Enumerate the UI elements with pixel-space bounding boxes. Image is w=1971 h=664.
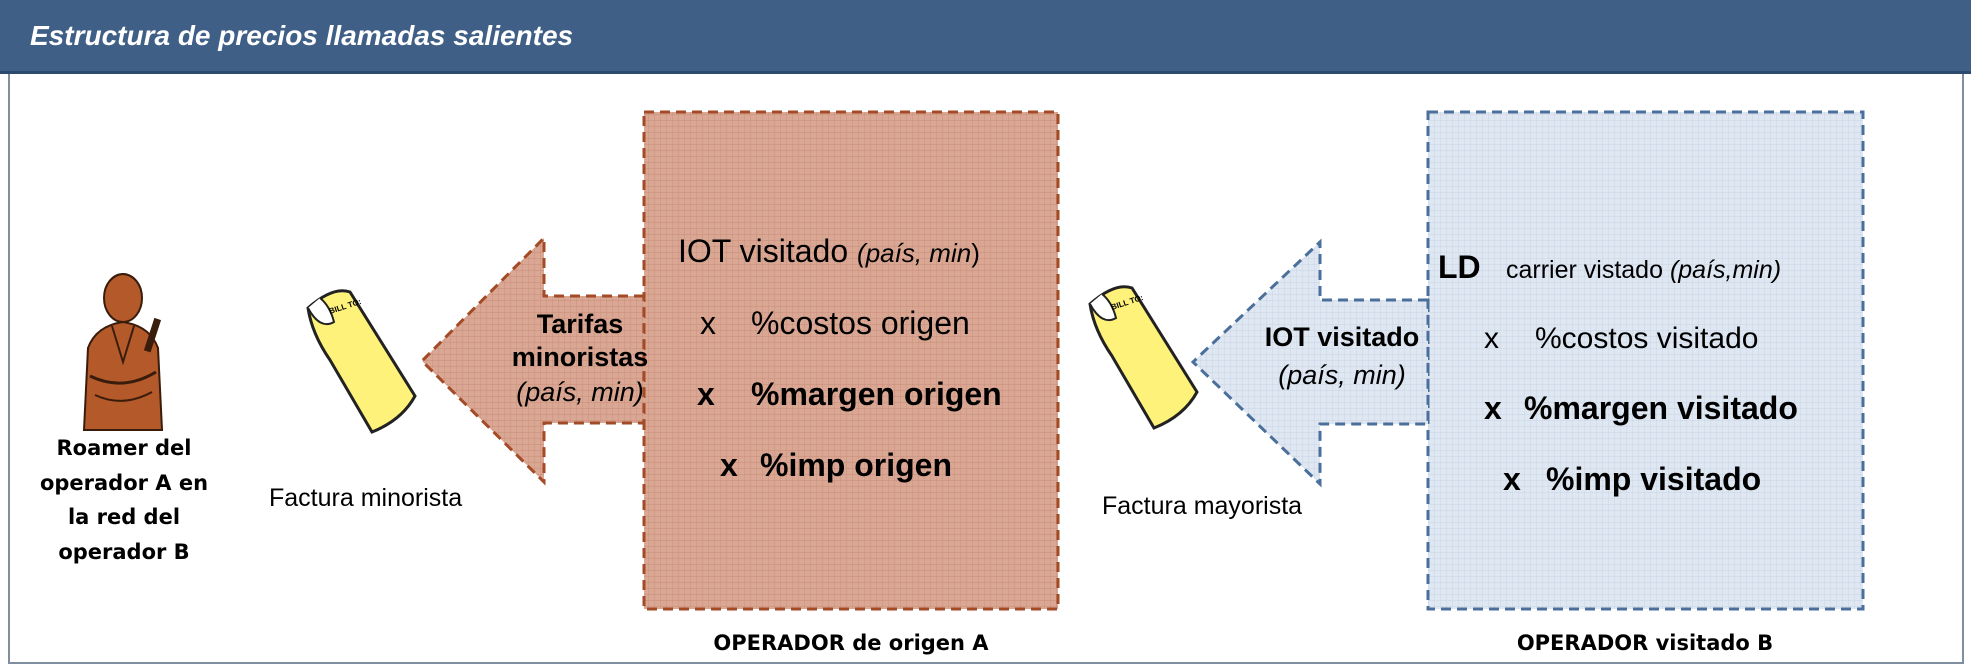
roamer-caption-line-4: operador B [58,540,189,564]
operator-b-line-3: x%margen visitado [1484,390,1798,426]
retail-tariff-arrow [419,234,646,486]
retail-arrow-label-3: (país, min) [516,377,644,407]
header-bar: Estructura de precios llamadas salientes [0,0,1971,74]
roamer-caption-line-3: la red del [68,505,180,529]
roamer-caption-line-1: Roamer del [56,436,191,460]
operator-a-line-1: IOT visitado (país, min) [678,233,980,269]
wholesale-iot-arrow [1190,238,1430,488]
wholesale-arrow-label-1: IOT visitado [1265,322,1420,352]
retail-bill-icon: BILL TO: [306,289,417,434]
operator-b-line-4: x%imp visitado [1503,461,1761,497]
wholesale-bill-icon: BILL TO: [1088,285,1199,430]
operator-b-line-2: x%costos visitado [1484,322,1758,355]
content-frame [8,74,1964,664]
operator-a-caption: OPERADOR de origen A [713,631,989,655]
retail-arrow-label-2: minoristas [512,342,649,372]
wholesale-arrow-label-2: (país, min) [1278,360,1406,390]
operator-b-box [1426,110,1865,611]
operator-a-line-2: x%costos origen [700,305,970,341]
wholesale-invoice-caption: Factura mayorista [1102,492,1302,520]
operator-a-line-3: x%margen origen [697,376,1002,412]
retail-invoice-caption: Factura minorista [269,484,462,512]
operator-a-line-4: x%imp origen [720,447,952,483]
page-title: Estructura de precios llamadas salientes [30,20,574,51]
operator-b-caption: OPERADOR visitado B [1517,631,1773,655]
roamer-person-icon [82,273,164,431]
operator-a-box [642,110,1060,611]
retail-arrow-label-1: Tarifas [537,309,624,339]
roamer-caption-line-2: operador A en [40,471,208,495]
